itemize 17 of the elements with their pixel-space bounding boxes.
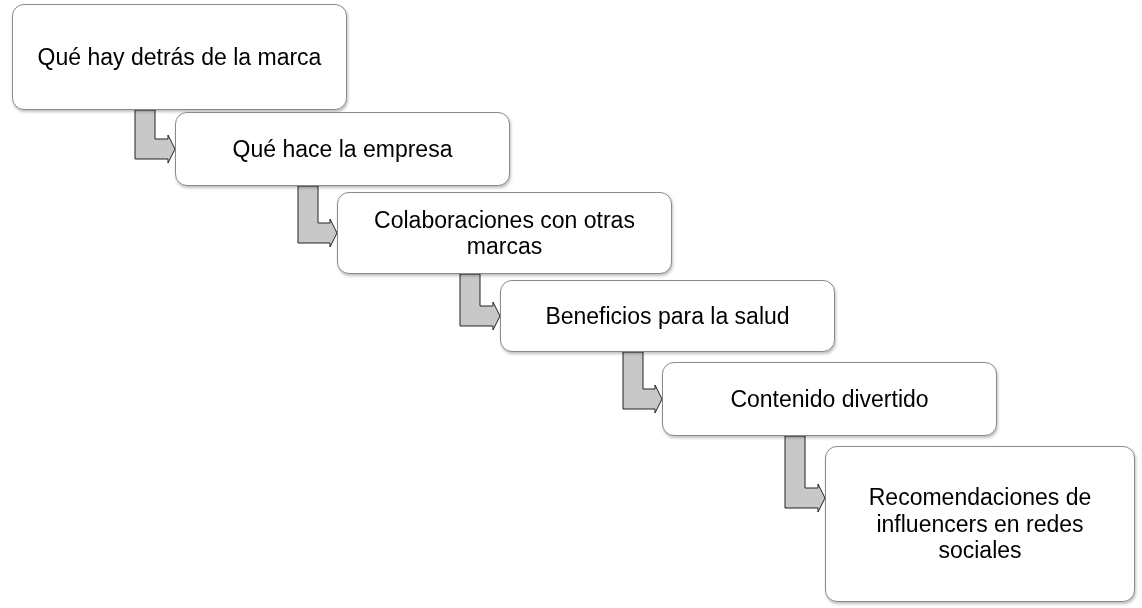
step-box bbox=[12, 4, 347, 110]
step-box bbox=[500, 280, 835, 352]
bent-arrow bbox=[622, 351, 663, 414]
step-label: Qué hay detrás de la marca bbox=[37, 43, 322, 71]
bent-arrow bbox=[459, 273, 501, 331]
step-box bbox=[662, 362, 997, 436]
step-box bbox=[825, 446, 1135, 602]
step-box bbox=[337, 192, 672, 274]
step-label: Recomendaciones de influencers en redes sociales bbox=[867, 484, 1093, 564]
step-label: Contenido divertido bbox=[730, 385, 929, 413]
bent-arrow bbox=[297, 185, 338, 248]
step-label: Beneficios para la salud bbox=[545, 302, 790, 330]
step-label: Colaboraciones con otras marcas bbox=[373, 206, 636, 260]
step-label: Qué hace la empresa bbox=[232, 135, 453, 163]
step-box bbox=[175, 112, 510, 186]
bent-arrow bbox=[134, 109, 176, 164]
bent-arrow bbox=[784, 435, 826, 513]
